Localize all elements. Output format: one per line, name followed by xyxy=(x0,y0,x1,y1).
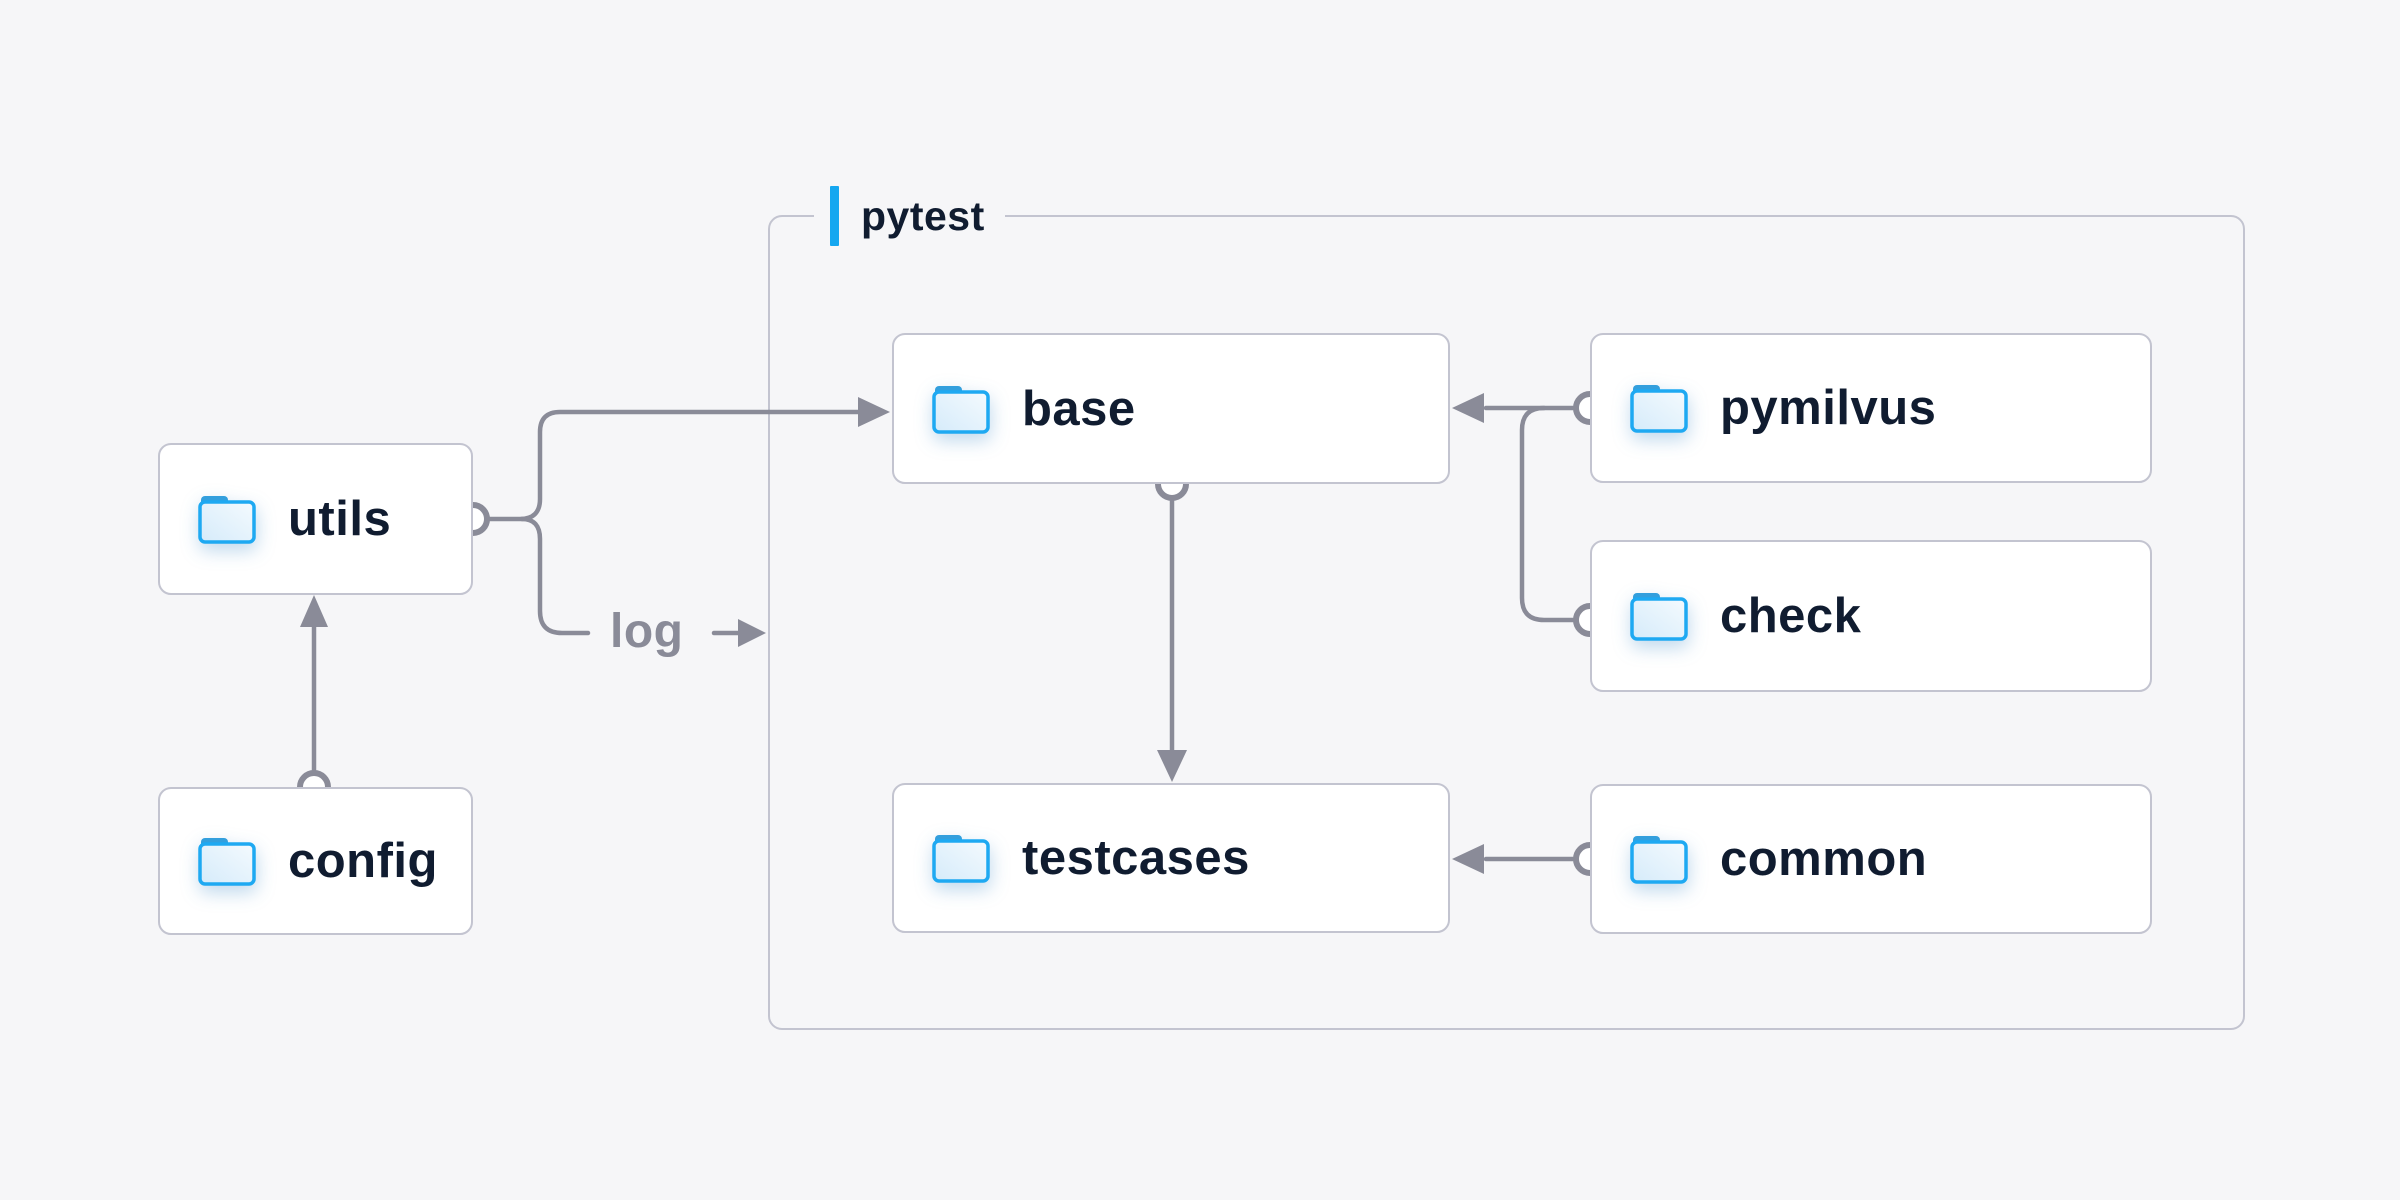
node-config: config xyxy=(158,787,473,935)
folder-icon xyxy=(1630,836,1688,884)
folder-icon xyxy=(932,385,990,434)
folder-icon xyxy=(1630,593,1688,641)
group-title: pytest xyxy=(861,192,985,239)
edge-base-testcases xyxy=(1155,467,1189,782)
node-base: base xyxy=(892,333,1450,484)
edge-common-testcases xyxy=(1452,842,1607,876)
node-utils: utils xyxy=(158,443,473,595)
folder-icon xyxy=(932,835,990,883)
folder-icon xyxy=(1630,385,1688,433)
folder-icon xyxy=(198,496,256,544)
node-label: utils xyxy=(288,492,392,546)
node-label: common xyxy=(1720,832,1928,886)
pytest-group-box: pytest xyxy=(768,185,2245,1030)
node-label: base xyxy=(1022,381,1136,436)
node-label: config xyxy=(288,834,438,888)
node-label: testcases xyxy=(1022,831,1250,885)
edge-utils-log xyxy=(519,516,766,647)
node-testcases: testcases xyxy=(892,783,1450,933)
folder-icon xyxy=(198,838,256,886)
edge-label-log: log xyxy=(610,605,684,658)
node-check: check xyxy=(1590,540,2152,692)
edge-utils-base xyxy=(456,397,890,536)
pytest-group-label: pytest xyxy=(814,185,1005,247)
node-label: pymilvus xyxy=(1720,381,1937,435)
accent-bar-icon xyxy=(830,186,839,246)
edge-pymilvus-base xyxy=(1452,391,1607,425)
node-pymilvus: pymilvus xyxy=(1590,333,2152,483)
node-label: check xyxy=(1720,589,1862,643)
edge-config-utils xyxy=(297,595,331,804)
node-common: common xyxy=(1590,784,2152,934)
